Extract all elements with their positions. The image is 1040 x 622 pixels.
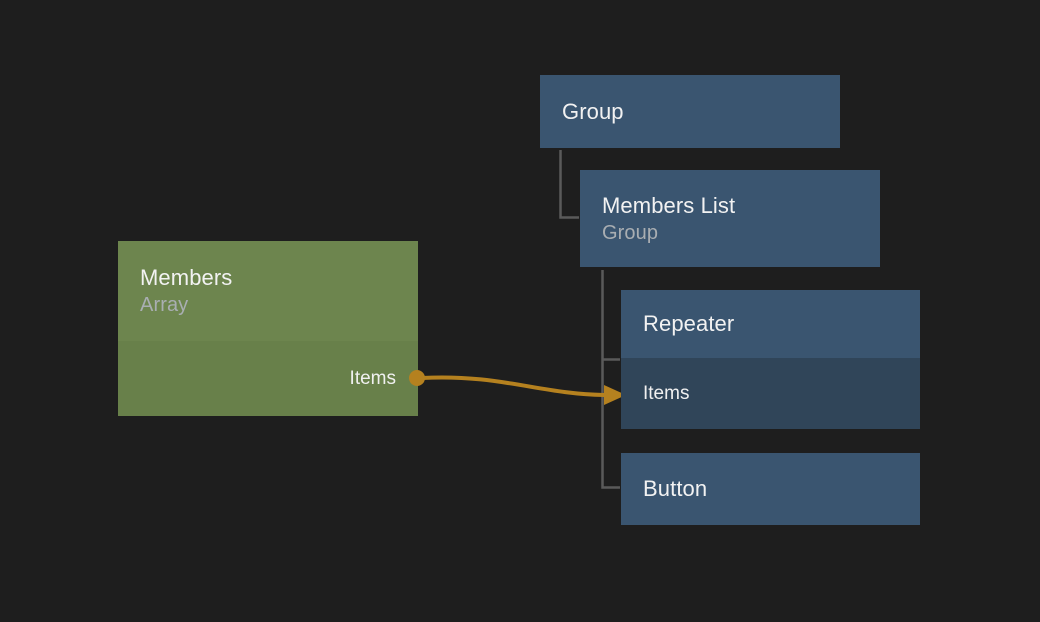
node-members[interactable]: Members Array Items: [118, 241, 418, 416]
node-members-list-title: Members List: [602, 192, 736, 218]
node-repeater-body: Items: [621, 358, 920, 429]
node-members-subtitle: Array: [140, 294, 189, 316]
node-button-title: Button: [643, 476, 708, 501]
node-group-header[interactable]: Group: [540, 75, 840, 148]
node-repeater-input-port-label: Items: [643, 382, 690, 404]
connection-wire-members-items-to-repeater-items[interactable]: [420, 375, 606, 397]
node-button[interactable]: Button: [621, 453, 920, 525]
node-members-list-subtitle: Group: [602, 221, 659, 244]
node-group[interactable]: Group: [540, 75, 840, 148]
node-members-title: Members: [140, 265, 233, 290]
node-members-output-port-label: Items: [349, 367, 396, 389]
node-repeater-title: Repeater: [643, 311, 735, 336]
tree-line-members-list-trunk: [601, 270, 620, 489]
node-group-title: Group: [562, 98, 624, 124]
node-members-header[interactable]: Members Array: [118, 241, 418, 341]
node-members-output-port-items[interactable]: Items: [118, 341, 418, 416]
node-members-list[interactable]: Members List Group: [580, 170, 880, 267]
node-members-list-header[interactable]: Members List Group: [580, 170, 880, 267]
node-members-body: Items: [118, 341, 418, 416]
tree-line-group-to-members-list: [559, 150, 579, 219]
node-repeater-header[interactable]: Repeater: [621, 290, 920, 358]
node-button-header[interactable]: Button: [621, 453, 920, 525]
node-repeater[interactable]: Repeater Items: [621, 290, 920, 429]
node-repeater-input-port-items[interactable]: Items: [621, 358, 920, 429]
output-port-dot-members-items[interactable]: [409, 370, 425, 386]
